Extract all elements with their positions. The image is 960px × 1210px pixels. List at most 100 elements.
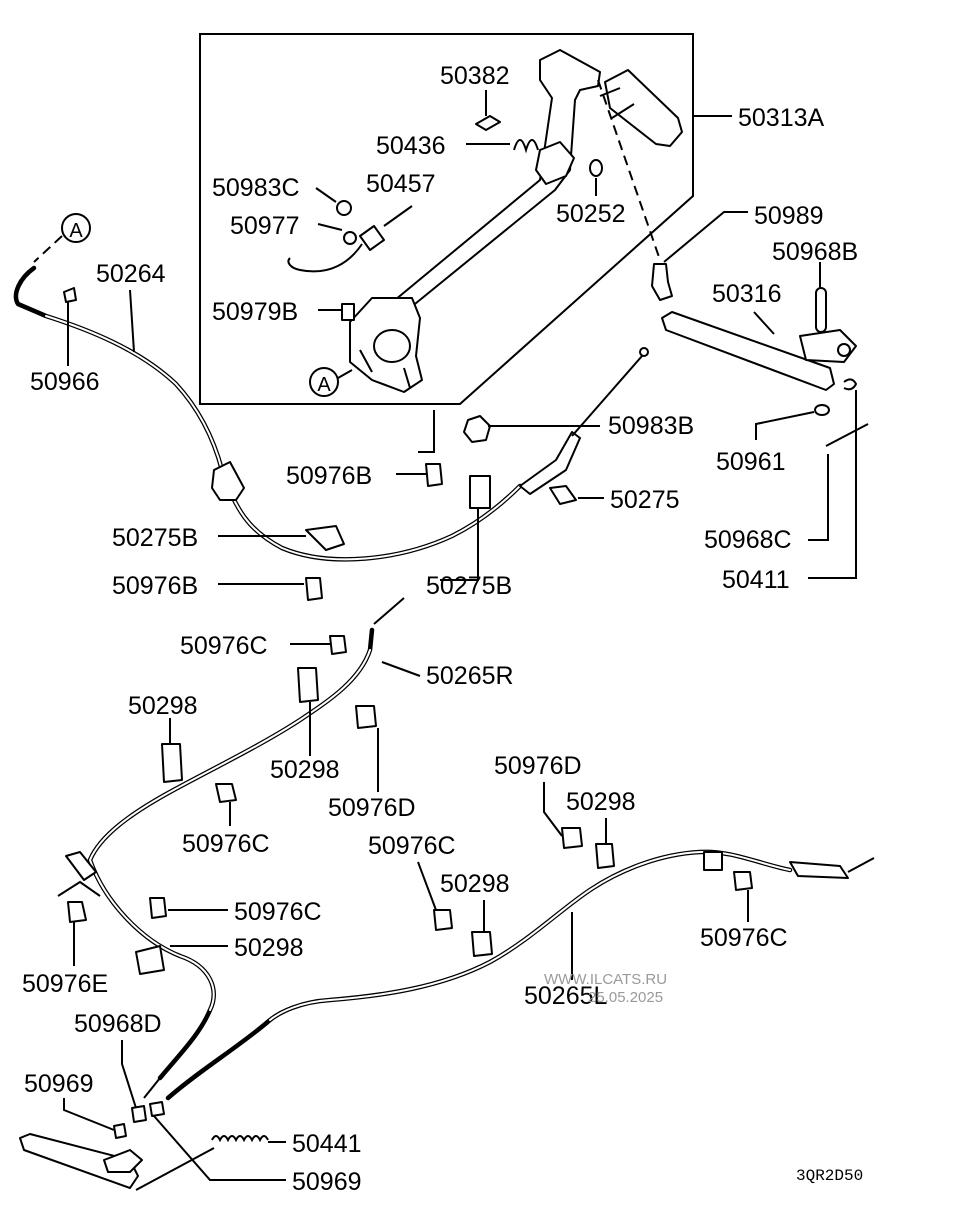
label-50298-c: 50298 bbox=[566, 788, 636, 816]
label-50265L: 50265L bbox=[524, 982, 608, 1010]
cable-50264-inner bbox=[45, 315, 521, 561]
label-50976D-a: 50976D bbox=[494, 752, 582, 780]
cable-50265L-end bbox=[789, 861, 849, 879]
cotter-pin-50968C bbox=[825, 423, 869, 447]
label-50275: 50275 bbox=[610, 486, 680, 514]
cable-grommet bbox=[211, 461, 245, 501]
bush-50252 bbox=[589, 159, 603, 177]
bracket-50275B-a bbox=[469, 475, 491, 509]
label-50976B-b: 50976B bbox=[112, 572, 198, 600]
watermark-line2: 25.05.2025 bbox=[588, 989, 663, 1006]
shoe-lever bbox=[19, 1133, 139, 1189]
bolt-50976B-b bbox=[305, 577, 323, 601]
clip-50966 bbox=[63, 287, 77, 303]
label-50976C-a: 50976C bbox=[180, 632, 268, 660]
cable-50265L-clip bbox=[703, 851, 723, 871]
label-50313A: 50313A bbox=[738, 104, 825, 132]
leader-50977 bbox=[317, 223, 343, 231]
bolt-50976D-a bbox=[355, 705, 377, 729]
grip-details bbox=[599, 87, 635, 119]
leader-50264 bbox=[129, 289, 135, 353]
label-50275B-b: 50275B bbox=[426, 572, 512, 600]
bracket-50275B-b bbox=[305, 525, 345, 551]
label-50298-b: 50298 bbox=[270, 756, 340, 784]
bolt-50976C-a bbox=[329, 635, 347, 655]
label-50264: 50264 bbox=[96, 260, 166, 288]
nut-50983C bbox=[336, 200, 352, 216]
leader-inset-bolt bbox=[418, 410, 435, 453]
bracket-rear-left-brace bbox=[57, 880, 101, 897]
bracket-50298-a bbox=[161, 743, 183, 783]
label-50457: 50457 bbox=[366, 170, 436, 198]
callout-a-front bbox=[61, 213, 91, 243]
callout-a-inset-line bbox=[337, 369, 353, 379]
leader-50411 bbox=[808, 390, 857, 579]
label-50976C-d: 50976C bbox=[234, 898, 322, 926]
label-50298-a: 50298 bbox=[128, 692, 198, 720]
label-50298-e: 50298 bbox=[234, 934, 304, 962]
lever-assembly-inset: A bbox=[199, 33, 694, 405]
watermark-line1: WWW.ILCATS.RU bbox=[544, 971, 667, 988]
clip-50411 bbox=[843, 378, 858, 391]
part-labels: 50382 50313A 50436 50983C 50457 50977 50… bbox=[22, 62, 863, 1196]
inset-frame bbox=[199, 33, 694, 405]
clip-50976E bbox=[67, 901, 87, 923]
label-50966: 50966 bbox=[30, 368, 100, 396]
label-50265R: 50265R bbox=[426, 662, 514, 690]
label-50968C: 50968C bbox=[704, 526, 792, 554]
rear-shoe-parts bbox=[19, 1040, 286, 1191]
washer-50977 bbox=[343, 231, 357, 245]
callout-a-inset bbox=[309, 367, 339, 397]
label-50969-b: 50969 bbox=[292, 1168, 362, 1196]
label-50968B: 50968B bbox=[772, 238, 858, 266]
base-drum bbox=[373, 329, 411, 363]
clip-50382 bbox=[475, 115, 501, 131]
ratchet-plate bbox=[535, 141, 575, 185]
clip-50969-b bbox=[149, 1101, 165, 1117]
pin-50968B bbox=[815, 287, 827, 333]
cable-rod bbox=[571, 355, 643, 437]
spring-hook-line bbox=[135, 1147, 215, 1191]
bolt-50976D-b bbox=[561, 827, 583, 849]
label-50976B-a: 50976B bbox=[286, 462, 372, 490]
nut-50983B bbox=[463, 415, 491, 443]
bolt-50976C-c bbox=[149, 897, 167, 919]
label-50316: 50316 bbox=[712, 280, 782, 308]
cable-rod-end bbox=[639, 347, 649, 357]
bracket-50298-b bbox=[297, 667, 319, 703]
label-50976D-b: 50976D bbox=[328, 794, 416, 822]
label-50979B: 50979B bbox=[212, 298, 298, 326]
bracket-50298-d bbox=[471, 931, 493, 957]
leader-50968D bbox=[121, 1040, 137, 1109]
bolt-50976C-d bbox=[433, 909, 453, 931]
bracket-50298-e bbox=[135, 945, 165, 975]
spring-50436 bbox=[513, 139, 539, 154]
callout-a-inset-text: A bbox=[317, 374, 331, 396]
equalizer-group bbox=[651, 211, 869, 579]
label-50961: 50961 bbox=[716, 448, 786, 476]
diagram-code: 3QR2D50 bbox=[796, 1167, 863, 1185]
label-50969-a: 50969 bbox=[24, 1070, 94, 1098]
bracket-rear-left bbox=[65, 851, 97, 881]
label-50983C: 50983C bbox=[212, 174, 300, 202]
cable-50265R-inner bbox=[89, 649, 371, 1011]
bolt-50976B-a bbox=[425, 463, 443, 487]
cable-boot bbox=[519, 431, 581, 495]
retainer-50968D bbox=[131, 1105, 147, 1123]
label-50968D: 50968D bbox=[74, 1010, 162, 1038]
label-50275B-a: 50275B bbox=[112, 524, 198, 552]
callout-a-front-line bbox=[33, 235, 63, 263]
bracket-50298-c bbox=[595, 843, 615, 869]
leader-50983C bbox=[315, 187, 337, 203]
label-50411: 50411 bbox=[722, 566, 790, 594]
label-50976C-c: 50976C bbox=[368, 832, 456, 860]
label-50983B: 50983B bbox=[608, 412, 694, 440]
leader-50968C bbox=[808, 454, 829, 541]
clip-50969-a bbox=[113, 1123, 127, 1139]
bolt-50979B bbox=[341, 303, 355, 321]
switch-50457 bbox=[359, 225, 385, 251]
label-50382: 50382 bbox=[440, 62, 510, 90]
leader-50316 bbox=[753, 311, 775, 335]
leader-50976C-d bbox=[417, 861, 437, 911]
clip-50275 bbox=[549, 485, 577, 505]
